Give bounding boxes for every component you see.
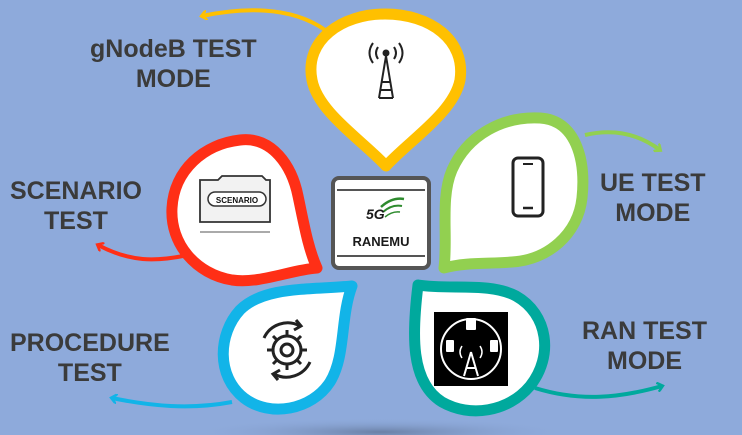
scenario-folder-text: SCENARIO <box>216 196 258 205</box>
gnodeb-label-line-2: MODE <box>135 65 211 93</box>
5g-logo-text: 5G <box>366 206 385 222</box>
scenario-folder-icon <box>199 175 271 233</box>
ran-network-icon <box>434 312 508 386</box>
ran-pin <box>408 279 551 417</box>
ranemu-center-box <box>331 176 431 270</box>
floor-shadow <box>190 418 570 435</box>
ran-arrow <box>534 386 662 399</box>
ran-label-line-2: MODE <box>607 347 682 375</box>
ue-label-line-2: MODE <box>615 199 691 227</box>
smartphone-icon <box>511 156 545 218</box>
procedure-pin <box>217 280 358 415</box>
ue-arrow <box>584 130 660 150</box>
scenario-pin: SCENARIO <box>166 134 323 287</box>
scenario-label-line-1: SCENARIO <box>10 177 142 205</box>
ran-test-mode-label: RAN TEST MODE <box>582 316 707 376</box>
procedure-cycle-gear-icon <box>262 319 312 381</box>
gnodeb-pin <box>305 8 467 172</box>
procedure-label-line-2: TEST <box>57 359 122 387</box>
ranemu-label: RANEMU <box>352 234 410 249</box>
gnodeb-label-line-1: gNodeB TEST <box>90 35 257 63</box>
scenario-test-label: SCENARIO TEST <box>10 176 142 236</box>
scenario-label-line-2: TEST <box>44 207 108 235</box>
ue-test-mode-label: UE TEST MODE <box>600 168 706 228</box>
antenna-tower-icon <box>368 42 404 99</box>
gnodeb-test-mode-label: gNodeB TEST MODE <box>90 34 257 94</box>
gnodeb-arrow <box>202 8 327 32</box>
procedure-label-line-1: PROCEDURE <box>10 329 170 357</box>
ue-pin <box>438 112 589 274</box>
procedure-arrow <box>112 398 233 409</box>
ue-label-line-1: UE TEST <box>600 169 706 197</box>
scenario-arrow <box>98 245 189 262</box>
ran-label-line-1: RAN TEST <box>582 317 707 345</box>
5g-logo: 5G <box>366 197 405 222</box>
procedure-test-label: PROCEDURE TEST <box>10 328 170 388</box>
